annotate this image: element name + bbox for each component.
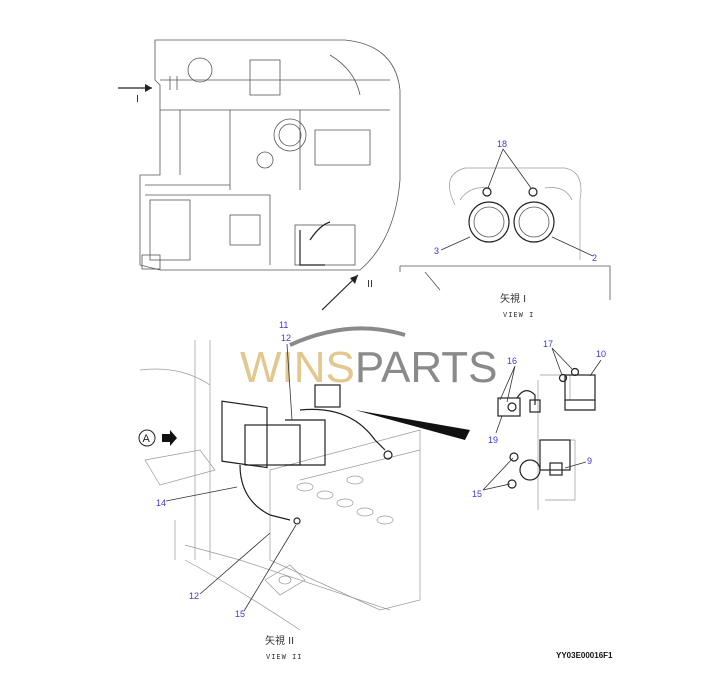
view-II-title-en: VIEW II xyxy=(266,653,303,661)
callout-3: 3 xyxy=(434,246,439,256)
view-I-title-jp: 矢視 I xyxy=(500,292,526,305)
callout-12-top: 12 xyxy=(281,333,291,343)
callout-16: 16 xyxy=(507,356,517,366)
top-plan-view: I II xyxy=(118,39,401,311)
watermark-parts: PARTS xyxy=(355,343,498,392)
callout-19: 19 xyxy=(488,435,498,445)
view-II-title-jp: 矢視 II xyxy=(265,634,294,647)
detail-drawing: 16 17 10 19 9 15 xyxy=(472,339,606,510)
view-II-arrow-label: II xyxy=(367,279,373,290)
callout-2: 2 xyxy=(592,253,597,263)
callout-15: 15 xyxy=(235,609,245,619)
callout-15-detail: 15 xyxy=(472,489,482,499)
callout-11: 11 xyxy=(279,320,288,330)
view-I-title-en: VIEW I xyxy=(503,311,534,319)
callout-10: 10 xyxy=(596,349,606,359)
callout-17: 17 xyxy=(543,339,553,349)
drawing-code: YY03E00016F1 xyxy=(556,651,613,660)
view-II-drawing: A 11 12 14 12 15 矢視 II VIEW II xyxy=(138,320,470,661)
watermark-logo: WINSPARTS xyxy=(240,326,498,392)
detail-marker-A: A xyxy=(143,433,151,445)
watermark-wins: WINS xyxy=(240,343,355,392)
callout-9: 9 xyxy=(587,456,592,466)
callout-12-bottom: 12 xyxy=(189,591,199,601)
watermark-text: WINSPARTS xyxy=(240,343,498,392)
callout-14: 14 xyxy=(156,498,166,508)
callout-18: 18 xyxy=(497,139,507,149)
view-I-arrow-label: I xyxy=(136,94,139,105)
view-I-drawing: 18 3 2 矢視 I VIEW I xyxy=(399,139,611,319)
